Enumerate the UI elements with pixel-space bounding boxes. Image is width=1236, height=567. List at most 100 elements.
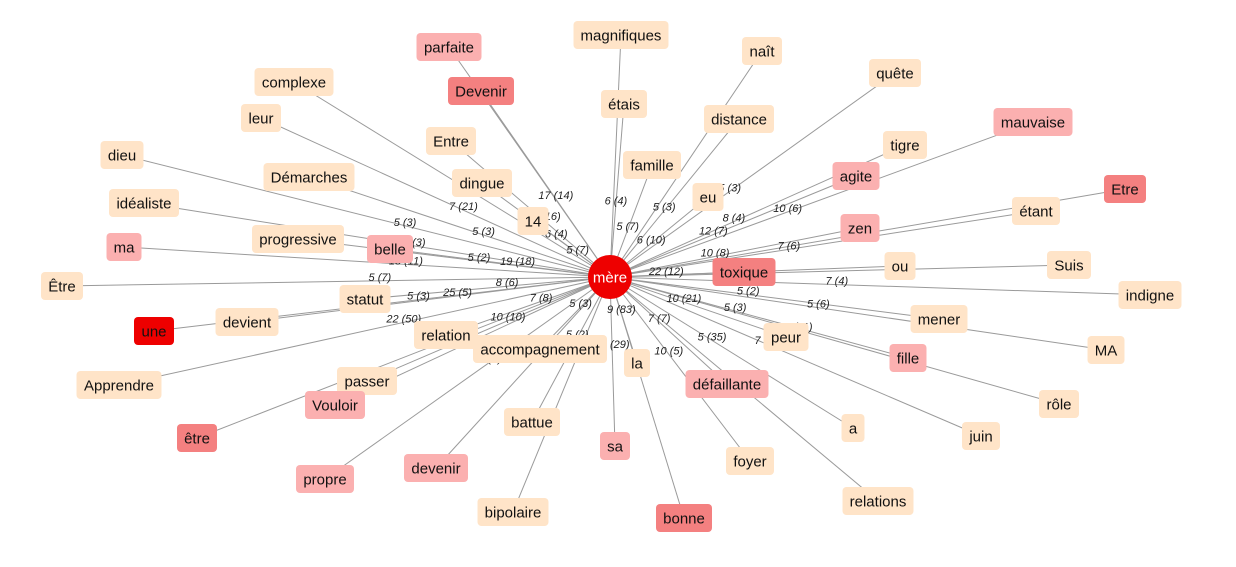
node-mauvaise[interactable]: mauvaise [993,108,1073,136]
node-famille[interactable]: famille [623,151,681,179]
node-peur[interactable]: peur [763,323,809,351]
edge-label-mener: 5 (2) [737,286,760,298]
node-label-accompagnement: accompagnement [480,342,600,359]
node-Suis[interactable]: Suis [1047,251,1091,279]
node-label-peur: peur [771,330,801,347]
node-ou[interactable]: ou [884,252,916,280]
node-passer[interactable]: passer [337,367,397,395]
node-label-role: rôle [1046,397,1071,414]
edge-label-zen: 10 (8) [701,247,730,259]
node-box-bipolaire [477,498,549,526]
node-toxique[interactable]: toxique [712,258,776,286]
node-box-battue [504,408,560,436]
node-label-Etre: Etre [1111,182,1139,199]
node-devenir[interactable]: devenir [404,454,468,482]
node-box-ma [106,233,142,261]
node-la[interactable]: la [624,349,650,377]
edge-label-leur: 7 (21) [449,201,478,213]
node-MA[interactable]: MA [1087,336,1125,364]
node-EtreAcc[interactable]: Être [41,272,83,300]
node-box-devenir [404,454,468,482]
node-box-Devenir [448,77,514,105]
node-mener[interactable]: mener [910,305,968,333]
node-zen[interactable]: zen [840,214,880,242]
node-quete[interactable]: quête [869,59,921,87]
node-Devenir[interactable]: Devenir [448,77,514,105]
node-label-a: a [849,421,858,438]
node-ma[interactable]: ma [106,233,142,261]
node-magnifiques[interactable]: magnifiques [573,21,669,49]
node-box-idealiste [109,189,179,217]
edge-label-a: 5 (35) [698,331,727,343]
node-label-relation: relation [421,328,470,345]
node-agite[interactable]: agite [832,162,880,190]
node-box-dingue [452,169,512,197]
node-dieu[interactable]: dieu [100,141,144,169]
edge-etant [609,210,1037,278]
node-defaillante[interactable]: défaillante [685,370,769,398]
node-14[interactable]: 14 [517,207,549,235]
edge-label-foyer: 10 (5) [654,345,683,357]
node-indigne[interactable]: indigne [1118,281,1182,309]
node-idealiste[interactable]: idéaliste [109,189,179,217]
node-relations[interactable]: relations [842,487,914,515]
edge-label-Devenir: 17 (14) [538,190,573,202]
edge-propre [324,276,611,480]
node-une[interactable]: une [134,317,174,345]
node-etais[interactable]: étais [601,90,647,118]
node-box-bonne [656,504,712,532]
node-Entre[interactable]: Entre [426,127,476,155]
node-bonne[interactable]: bonne [656,504,712,532]
node-label-propre: propre [303,472,346,489]
node-box-Etre [1104,175,1146,203]
node-etant[interactable]: étant [1012,197,1060,225]
node-role[interactable]: rôle [1039,390,1079,418]
edge-bonne [609,276,685,519]
edge-leur [260,117,611,278]
node-a[interactable]: a [841,414,865,442]
node-label-magnifiques: magnifiques [581,28,662,45]
node-nait[interactable]: naît [742,37,782,65]
node-box-Entre [426,127,476,155]
node-dingue[interactable]: dingue [452,169,512,197]
node-devient[interactable]: devient [215,308,279,336]
node-etre[interactable]: être [177,424,217,452]
node-statut[interactable]: statut [339,285,391,313]
node-sa[interactable]: sa [600,432,630,460]
edge-etais [609,103,625,278]
node-bipolaire[interactable]: bipolaire [477,498,549,526]
node-leur[interactable]: leur [241,104,281,132]
node-belle[interactable]: belle [367,235,413,263]
node-progressive[interactable]: progressive [252,225,344,253]
node-propre[interactable]: propre [296,465,354,493]
node-fille[interactable]: fille [889,344,927,372]
node-parfaite[interactable]: parfaite [416,33,482,61]
node-accompagnement[interactable]: accompagnement [473,335,607,363]
edge-label-peur: 10 (21) [666,293,701,305]
node-relation[interactable]: relation [414,321,478,349]
node-box-Demarches [263,163,355,191]
edge-label-Demarches: 5 (3) [472,226,495,238]
edge-label-passer: 10 (10) [491,312,526,324]
node-Apprendre[interactable]: Apprendre [76,371,162,399]
node-label-toxique: toxique [720,265,768,282]
edge-label-dieu: 5 (3) [394,217,417,229]
node-tigre[interactable]: tigre [883,131,927,159]
node-foyer[interactable]: foyer [726,447,774,475]
edge-label-MA: 5 (6) [807,299,830,311]
node-battue[interactable]: battue [504,408,560,436]
node-label-famille: famille [630,158,673,175]
node-box-relation [414,321,478,349]
edge-label-defaillante: 7 (7) [648,313,671,325]
node-juin[interactable]: juin [962,422,1000,450]
node-Etre[interactable]: Etre [1104,175,1146,203]
center-node[interactable]: mère [588,255,632,299]
node-complexe[interactable]: complexe [254,68,334,96]
node-distance[interactable]: distance [704,105,774,133]
node-box-une [134,317,174,345]
edge-ma [123,246,611,278]
node-eu[interactable]: eu [692,183,724,211]
node-box-juin [962,422,1000,450]
node-Demarches[interactable]: Démarches [263,163,355,191]
node-Vouloir[interactable]: Vouloir [305,391,365,419]
